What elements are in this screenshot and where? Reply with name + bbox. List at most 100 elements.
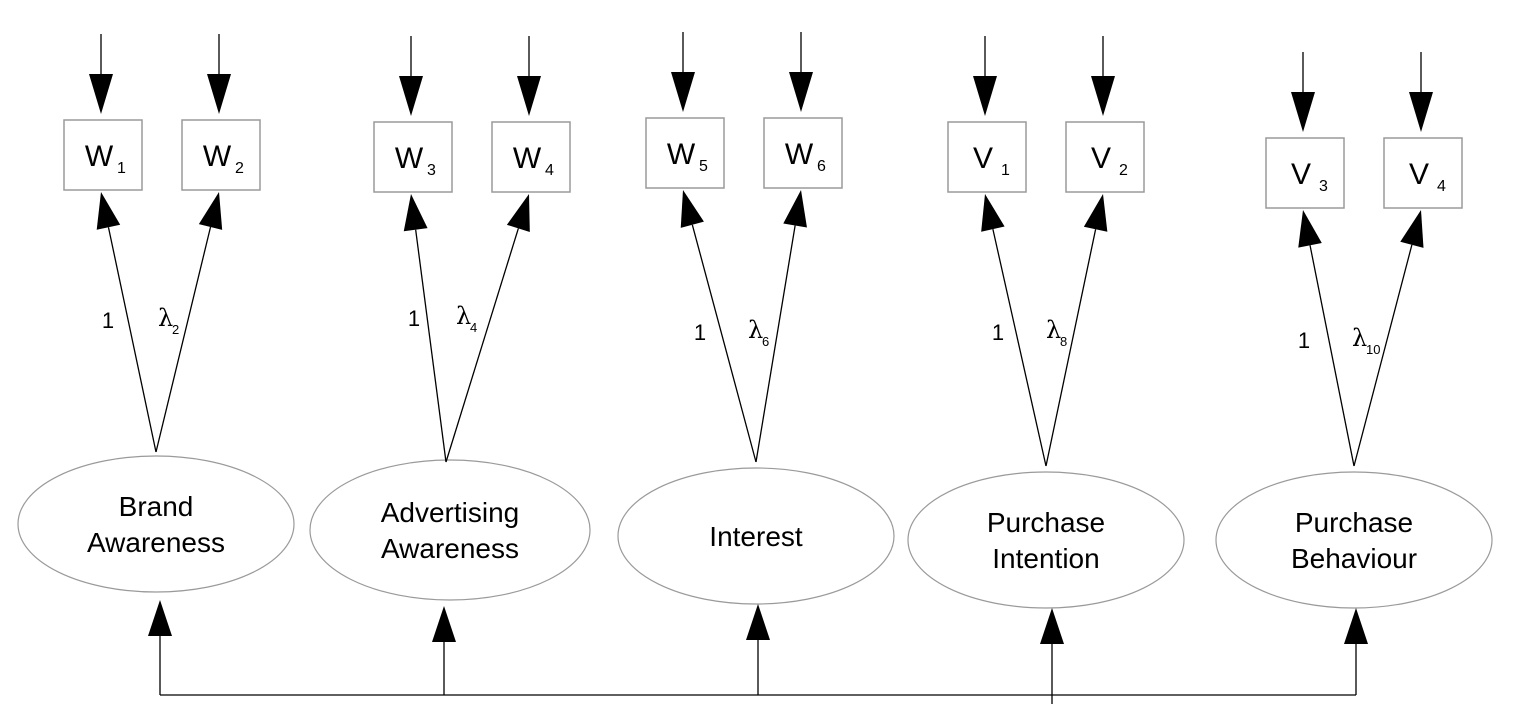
connector-arrow-5-head (1344, 608, 1368, 644)
loading-arrow-v4-head (1400, 210, 1424, 248)
loading-arrow-w3-head (403, 194, 428, 232)
indicator-subscript: 6 (817, 158, 826, 175)
factor-name-line: Intention (992, 543, 1099, 574)
indicator-subscript: 1 (117, 160, 126, 177)
loading-arrow-w6-shaft (755, 225, 796, 463)
loading-fixed-label: 1 (102, 308, 114, 333)
loading-arrow-v1-shaft (992, 228, 1047, 467)
factor-name-line: Purchase (987, 507, 1105, 538)
loading-arrow-w5 (680, 190, 757, 463)
factor-name-line: Awareness (87, 527, 225, 558)
indicator-subscript: 5 (699, 158, 708, 175)
error-arrow-w2-head (207, 74, 231, 114)
loading-lambda-subscript: 6 (762, 334, 769, 349)
connector-arrow-2 (432, 606, 456, 695)
factor-name-line: Purchase (1295, 507, 1413, 538)
connector-arrow-3-head (746, 604, 770, 640)
error-arrow-v1-head (973, 76, 997, 116)
loading-arrow-w2 (155, 192, 223, 453)
error-arrow-w5 (671, 32, 695, 112)
indicator-label: W (667, 138, 696, 171)
connector-arrow-5 (1344, 608, 1368, 695)
error-arrow-w1-head (89, 74, 113, 114)
indicator-subscript: 1 (1001, 162, 1010, 179)
indicator-rect (1265, 137, 1345, 209)
indicator-rect (1065, 121, 1145, 193)
loading-arrow-w3 (403, 194, 447, 463)
factor-name-line: Brand (119, 491, 194, 522)
indicator-subscript: 2 (235, 160, 244, 177)
error-arrow-w4-head (517, 76, 541, 116)
loading-arrow-v3-shaft (1309, 245, 1355, 467)
indicator-rect (491, 121, 571, 193)
connector-arrow-2-head (432, 606, 456, 642)
loading-fixed-label: 1 (1298, 328, 1310, 353)
indicator-subscript: 3 (427, 162, 436, 179)
latent-factor-ellipse (1215, 471, 1493, 609)
factor-name-line: Interest (709, 521, 803, 552)
loading-fixed-label: 1 (992, 320, 1004, 345)
error-arrow-w2 (207, 34, 231, 114)
indicator-label: V (1091, 142, 1111, 175)
indicator-rect (1383, 137, 1463, 209)
error-arrow-w3 (399, 36, 423, 116)
loading-arrow-v4 (1353, 210, 1424, 467)
factor-name-line: Awareness (381, 533, 519, 564)
loading-fixed-label: 1 (694, 320, 706, 345)
loading-arrow-v1-head (981, 194, 1005, 232)
indicator-rect (947, 121, 1027, 193)
error-arrow-w3-head (399, 76, 423, 116)
loading-arrow-w5-shaft (691, 224, 757, 463)
loading-arrow-w4 (445, 194, 530, 463)
indicator-label: V (1409, 158, 1429, 191)
loading-lambda-subscript: 8 (1060, 334, 1067, 349)
loading-arrow-v2-shaft (1045, 229, 1097, 467)
loading-arrow-w6-head (783, 190, 807, 228)
indicator-label: W (395, 142, 424, 175)
loading-arrow-v3-head (1298, 210, 1322, 248)
loading-lambda-subscript: 2 (172, 322, 179, 337)
error-arrow-v3-head (1291, 92, 1315, 132)
error-arrow-w6-head (789, 72, 813, 112)
indicator-label: V (973, 142, 993, 175)
loading-arrow-w1 (96, 192, 157, 453)
indicator-rect (181, 119, 261, 191)
error-arrow-w4 (517, 36, 541, 116)
loading-lambda-label: λ (1352, 324, 1367, 352)
indicator-rect (373, 121, 453, 193)
latent-factor-ellipse (617, 467, 895, 605)
loading-arrow-v1 (981, 194, 1047, 467)
latent-factor-ellipse (17, 455, 295, 593)
indicator-subscript: 4 (1437, 178, 1446, 195)
indicator-subscript: 3 (1319, 178, 1328, 195)
error-arrow-v1 (973, 36, 997, 116)
indicator-label: W (85, 140, 114, 173)
error-arrow-v3 (1291, 52, 1315, 132)
loading-arrow-w3-shaft (415, 229, 447, 463)
indicator-label: W (203, 140, 232, 173)
loading-lambda-label: λ (456, 302, 471, 330)
loading-arrow-v2 (1045, 194, 1108, 467)
indicator-rect (645, 117, 725, 189)
loading-arrow-v4-shaft (1353, 244, 1413, 467)
indicator-label: W (513, 142, 542, 175)
indicator-rect (63, 119, 143, 191)
error-arrow-w1 (89, 34, 113, 114)
loading-arrow-v2-head (1083, 194, 1108, 232)
loading-fixed-label: 1 (408, 306, 420, 331)
